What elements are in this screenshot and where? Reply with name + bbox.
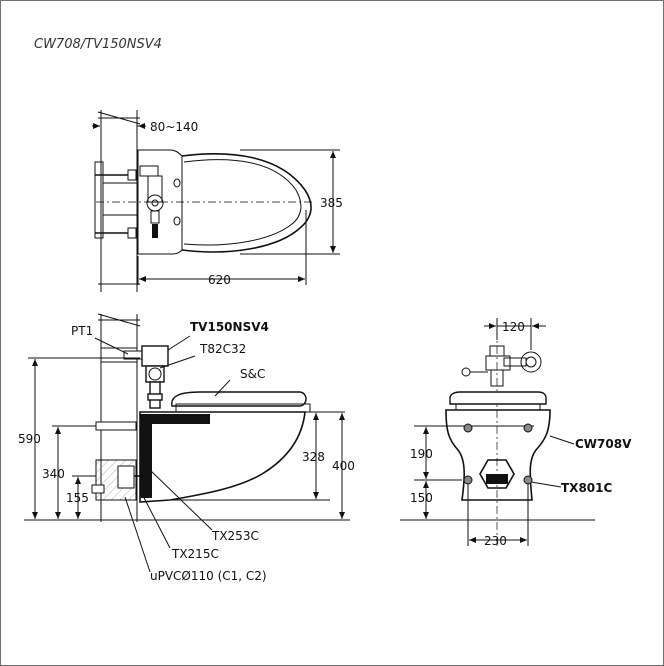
label-seat-cover: S&C — [240, 367, 265, 381]
dim-width: 385 — [320, 196, 343, 210]
label-cw708v: CW708V — [575, 437, 632, 451]
top-view: 80~140 385 620 — [92, 110, 343, 292]
dim-590: 590 — [18, 432, 41, 446]
dim-length: 620 — [208, 273, 231, 287]
dim-150: 150 — [410, 491, 433, 505]
label-upvc-pipe: uPVCØ110 (C1, C2) — [150, 569, 267, 583]
dim-190: 190 — [410, 447, 433, 461]
side-view: PT1 TV150NSV4 T82C32 S&C TX253C TX215C u… — [18, 313, 355, 583]
dim-400: 400 — [332, 459, 355, 473]
dim-wall-offset: 80~140 — [150, 120, 198, 134]
front-view: 120 190 150 230 CW708V TX801C — [400, 318, 632, 548]
dim-328: 328 — [302, 450, 325, 464]
label-tx215c: TX215C — [171, 547, 219, 561]
label-tv150nsv4: TV150NSV4 — [190, 320, 269, 334]
drawing-title: CW708/TV150NSV4 — [34, 37, 162, 52]
dim-120: 120 — [502, 320, 525, 334]
label-pt1: PT1 — [71, 324, 93, 338]
dim-155: 155 — [66, 491, 89, 505]
dim-230: 230 — [484, 534, 507, 548]
dim-340: 340 — [42, 467, 65, 481]
label-tx801c: TX801C — [561, 481, 612, 495]
label-t82c32: T82C32 — [199, 342, 246, 356]
label-tx253c: TX253C — [211, 529, 259, 543]
